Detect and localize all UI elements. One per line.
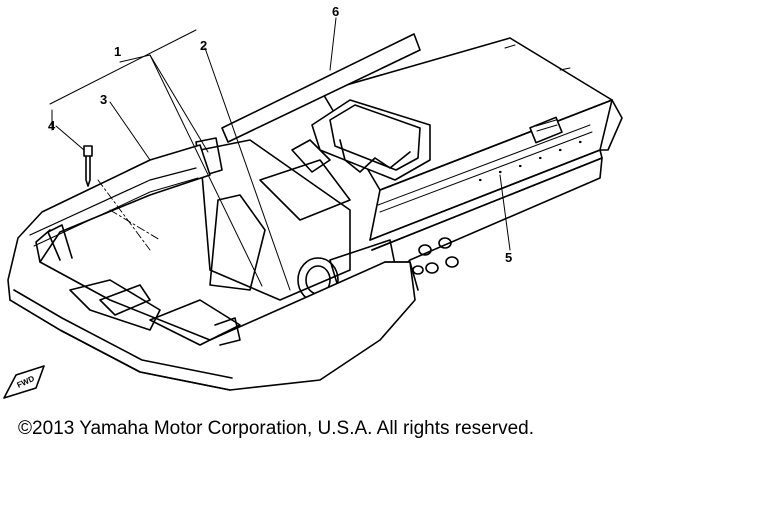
fwd-arrow-icon	[3, 365, 45, 399]
callout-1: 1	[114, 44, 121, 59]
strip-part	[221, 33, 421, 143]
parts-diagram: 1 2 3 4 5 6 FWD	[3, 4, 623, 399]
fastener-part	[83, 145, 93, 187]
belly-pan	[7, 144, 419, 391]
callout-4: 4	[48, 118, 56, 133]
copyright-notice: ©2013 Yamaha Motor Corporation, U.S.A. A…	[18, 418, 534, 439]
callout-3: 3	[100, 92, 107, 107]
bulkhead	[291, 99, 431, 181]
callout-6: 6	[332, 4, 339, 19]
seat-rail	[29, 167, 197, 236]
callout-5: 5	[505, 250, 512, 265]
callout-2: 2	[200, 38, 207, 53]
